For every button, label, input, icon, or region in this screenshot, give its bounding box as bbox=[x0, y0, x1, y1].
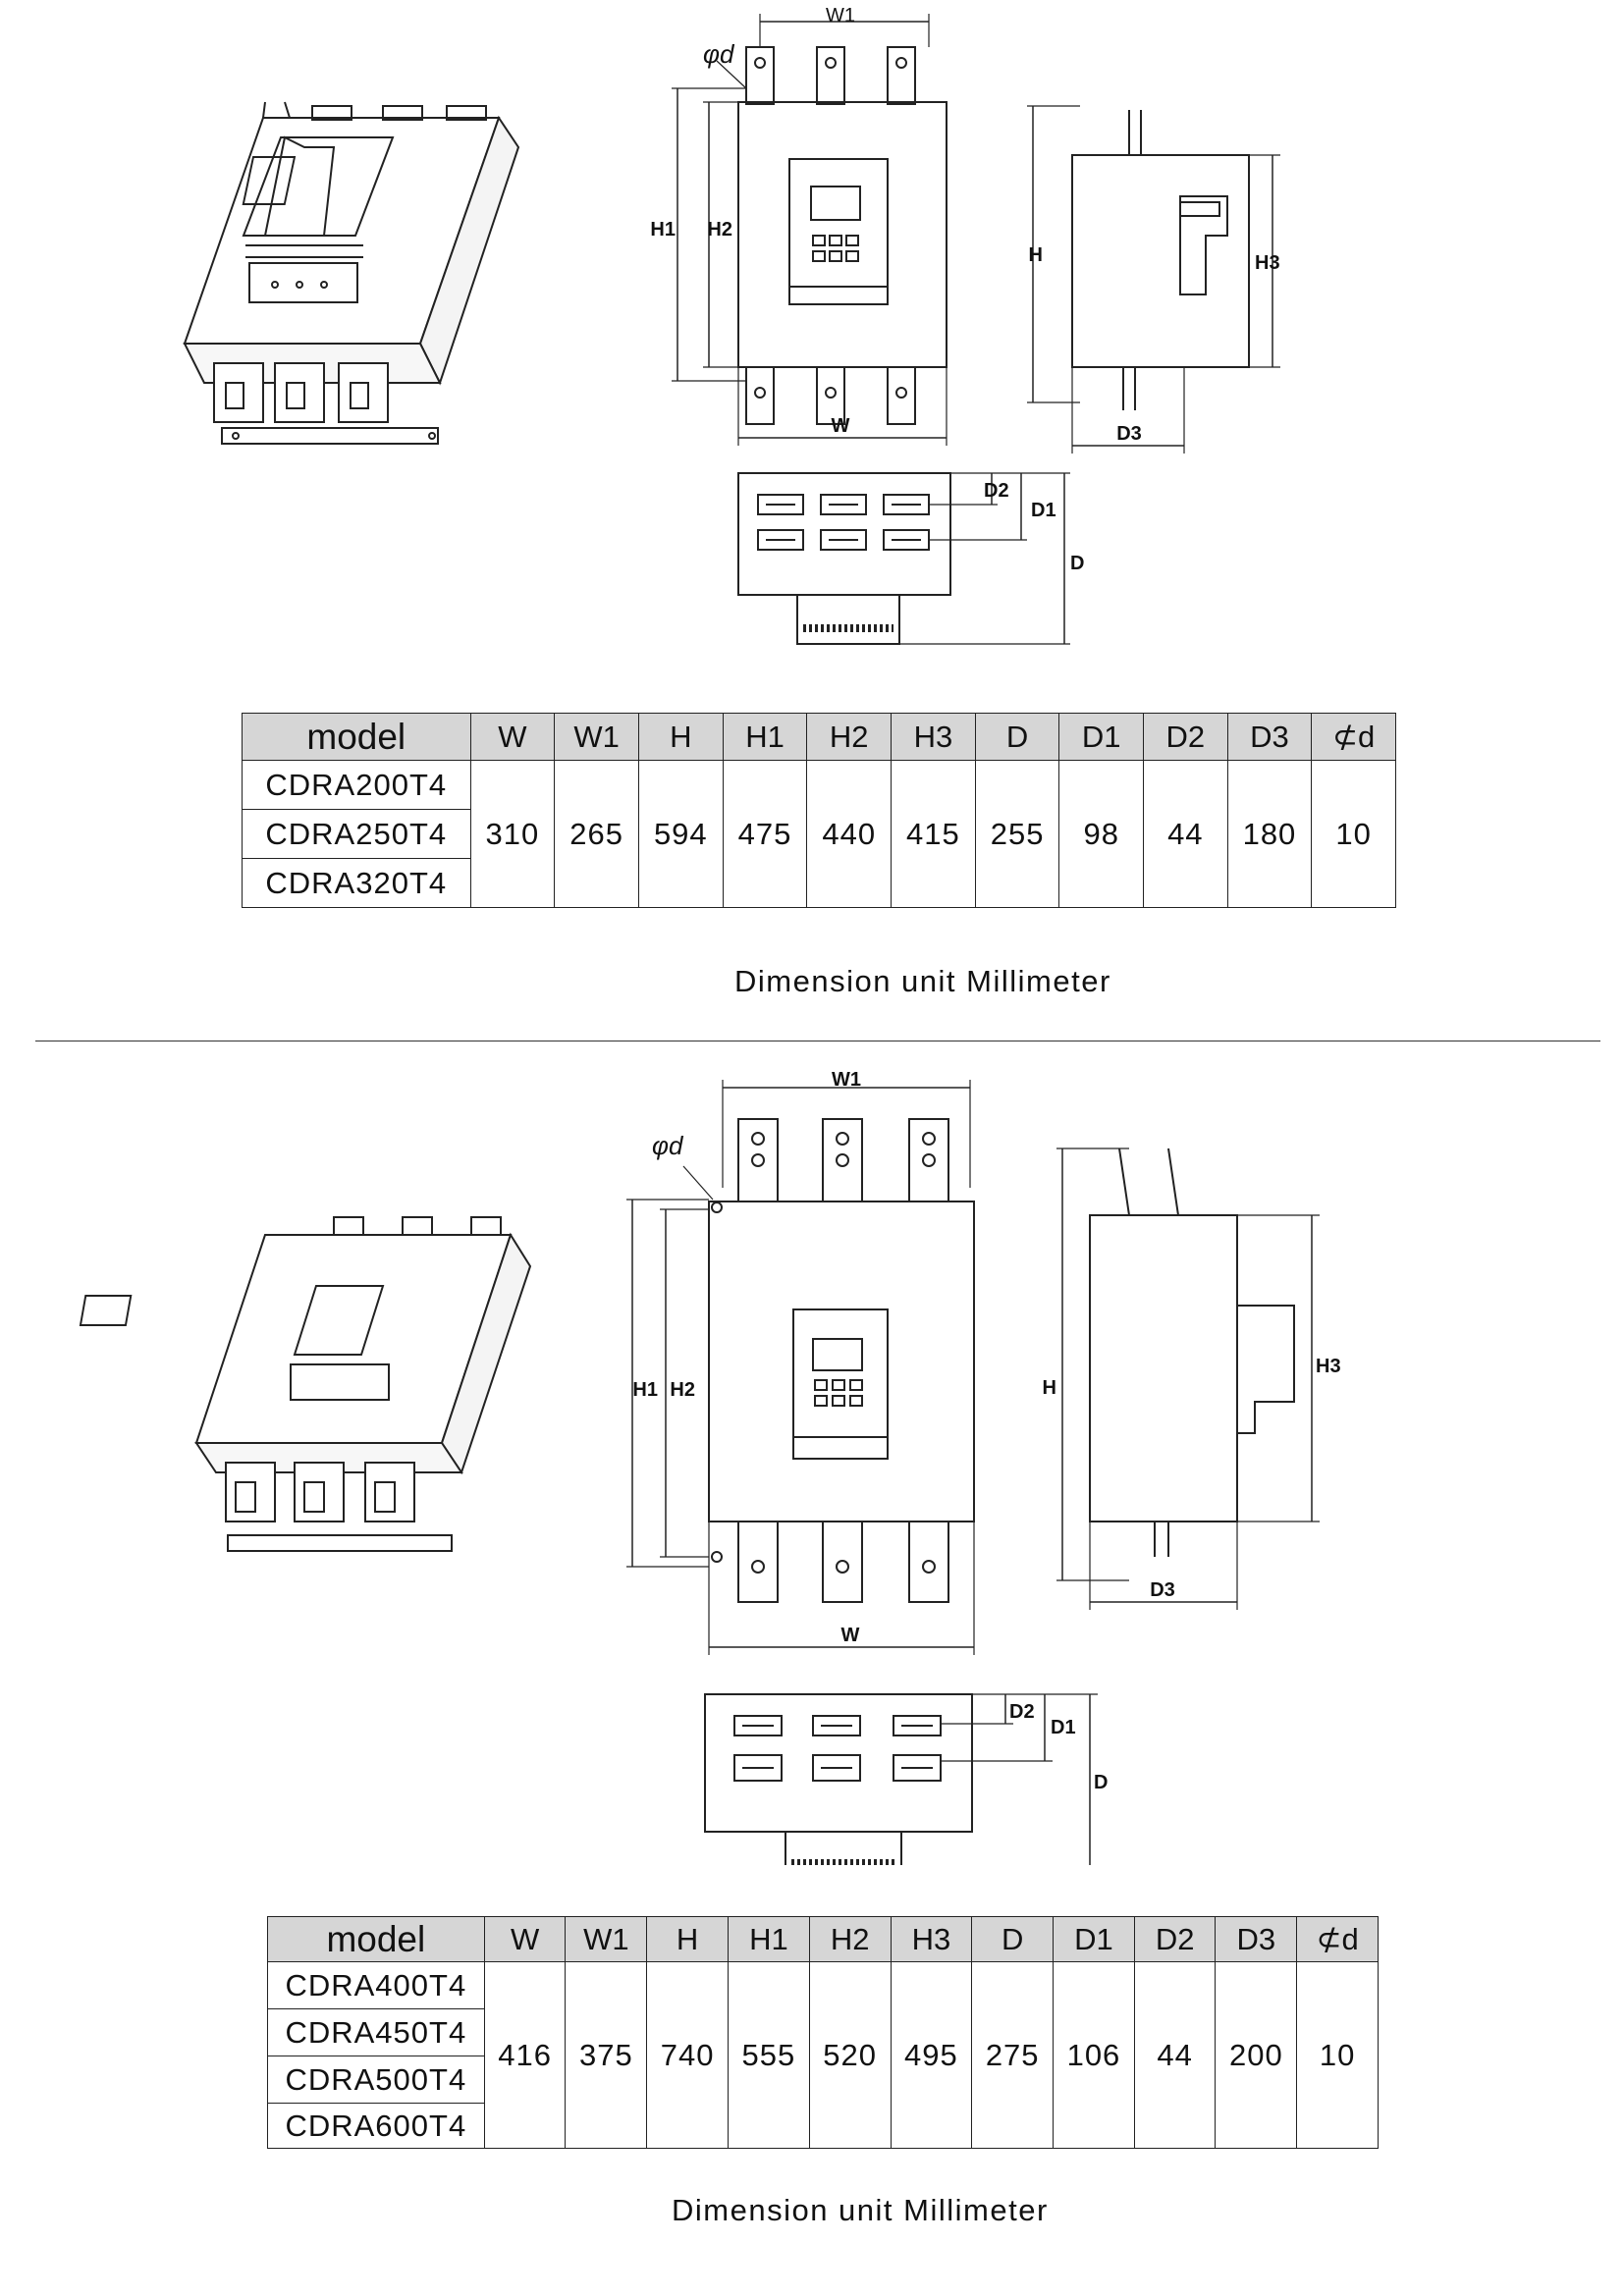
header-d2: D2 bbox=[1133, 1916, 1217, 1962]
model-cell: CDRA200T4 bbox=[242, 760, 471, 810]
header-d: D bbox=[971, 1916, 1055, 1962]
label-h2: H2 bbox=[670, 1379, 695, 1401]
value-h3: 495 bbox=[890, 1961, 973, 2149]
label-d1: D1 bbox=[1031, 500, 1056, 521]
label-d3: D3 bbox=[1150, 1579, 1175, 1601]
front-view-1 bbox=[672, 14, 947, 446]
section1-drawing: W1 φd H1 H2 W H H3 D3 D2 D1 D bbox=[183, 5, 1280, 645]
label-w1: W1 bbox=[826, 5, 855, 27]
label-phi-d: φd bbox=[703, 39, 735, 69]
label-h2: H2 bbox=[707, 219, 732, 240]
header-h1: H1 bbox=[722, 713, 808, 761]
label-d2: D2 bbox=[984, 480, 1009, 502]
dimension-unit-caption-2: Dimension unit Millimeter bbox=[672, 2193, 1049, 2227]
section2-drawing: W1 φd H1 H2 W H H3 D3 D2 D1 D bbox=[79, 1069, 1341, 1865]
value-h: 740 bbox=[646, 1961, 729, 2149]
label-d: D bbox=[1094, 1772, 1108, 1793]
header-d2: D2 bbox=[1143, 713, 1228, 761]
header-h: H bbox=[637, 713, 724, 761]
label-h: H bbox=[1029, 244, 1043, 266]
model-cell: CDRA500T4 bbox=[267, 2056, 485, 2104]
value-d: 255 bbox=[974, 760, 1060, 908]
isometric-view-2 bbox=[79, 1216, 532, 1552]
header-h3: H3 bbox=[891, 713, 976, 761]
header-d3: D3 bbox=[1215, 1916, 1298, 1962]
value-d1: 106 bbox=[1053, 1961, 1135, 2149]
header-phi-d: ⊄d bbox=[1311, 713, 1396, 761]
label-d2: D2 bbox=[1009, 1701, 1035, 1723]
dimension-table-2: model W W1 H H1 H2 H3 D D1 D2 D3 ⊄d CDRA… bbox=[267, 1916, 1379, 2149]
top-view-2 bbox=[704, 1693, 1098, 1865]
label-w1: W1 bbox=[832, 1069, 861, 1091]
front-view-2 bbox=[626, 1080, 975, 1655]
header-d1: D1 bbox=[1053, 1916, 1135, 1962]
label-h3: H3 bbox=[1316, 1356, 1341, 1377]
header-w1: W1 bbox=[565, 1916, 648, 1962]
model-cell: CDRA450T4 bbox=[267, 2008, 485, 2056]
label-h3: H3 bbox=[1255, 252, 1280, 274]
model-cell: CDRA250T4 bbox=[242, 809, 471, 859]
isometric-view-1 bbox=[183, 101, 520, 445]
side-view-1 bbox=[1027, 105, 1280, 454]
header-model: model bbox=[242, 713, 471, 761]
header-model: model bbox=[267, 1916, 485, 1962]
side-view-2 bbox=[1056, 1148, 1320, 1610]
label-phi-d: φd bbox=[652, 1131, 684, 1160]
value-w: 416 bbox=[483, 1961, 567, 2149]
value-h2: 520 bbox=[808, 1961, 892, 2149]
label-h1: H1 bbox=[650, 219, 676, 240]
header-h2: H2 bbox=[806, 713, 893, 761]
label-d1: D1 bbox=[1051, 1717, 1076, 1738]
value-w: 310 bbox=[469, 760, 556, 908]
header-h1: H1 bbox=[728, 1916, 810, 1962]
value-d1: 98 bbox=[1058, 760, 1145, 908]
value-h: 594 bbox=[637, 760, 724, 908]
value-d2: 44 bbox=[1143, 760, 1228, 908]
label-d: D bbox=[1070, 553, 1084, 574]
value-h3: 415 bbox=[891, 760, 976, 908]
value-phi-d: 10 bbox=[1296, 1961, 1379, 2149]
value-d3: 180 bbox=[1226, 760, 1313, 908]
dimension-unit-caption-1: Dimension unit Millimeter bbox=[734, 964, 1111, 998]
value-h1: 555 bbox=[728, 1961, 810, 2149]
header-d: D bbox=[974, 713, 1060, 761]
header-h3: H3 bbox=[890, 1916, 973, 1962]
value-w1: 265 bbox=[554, 760, 639, 908]
header-w1: W1 bbox=[554, 713, 639, 761]
dimension-table-1: model W W1 H H1 H2 H3 D D1 D2 D3 ⊄d CDRA… bbox=[242, 713, 1396, 908]
header-d1: D1 bbox=[1058, 713, 1145, 761]
value-w1: 375 bbox=[565, 1961, 648, 2149]
header-phi-d: ⊄d bbox=[1296, 1916, 1379, 1962]
value-d2: 44 bbox=[1133, 1961, 1217, 2149]
header-w: W bbox=[483, 1916, 567, 1962]
value-h1: 475 bbox=[722, 760, 808, 908]
label-d3: D3 bbox=[1116, 423, 1142, 445]
header-h: H bbox=[646, 1916, 729, 1962]
value-phi-d: 10 bbox=[1311, 760, 1396, 908]
header-w: W bbox=[469, 713, 556, 761]
model-cell: CDRA600T4 bbox=[267, 2103, 485, 2149]
label-h: H bbox=[1043, 1377, 1056, 1399]
value-d3: 200 bbox=[1215, 1961, 1298, 2149]
label-w: W bbox=[832, 415, 850, 437]
label-w: W bbox=[841, 1625, 860, 1646]
header-h2: H2 bbox=[808, 1916, 892, 1962]
top-view-1 bbox=[737, 472, 1070, 645]
label-h1: H1 bbox=[632, 1379, 658, 1401]
model-cell: CDRA320T4 bbox=[242, 858, 471, 908]
model-cell: CDRA400T4 bbox=[267, 1961, 485, 2009]
value-h2: 440 bbox=[806, 760, 893, 908]
value-d: 275 bbox=[971, 1961, 1055, 2149]
